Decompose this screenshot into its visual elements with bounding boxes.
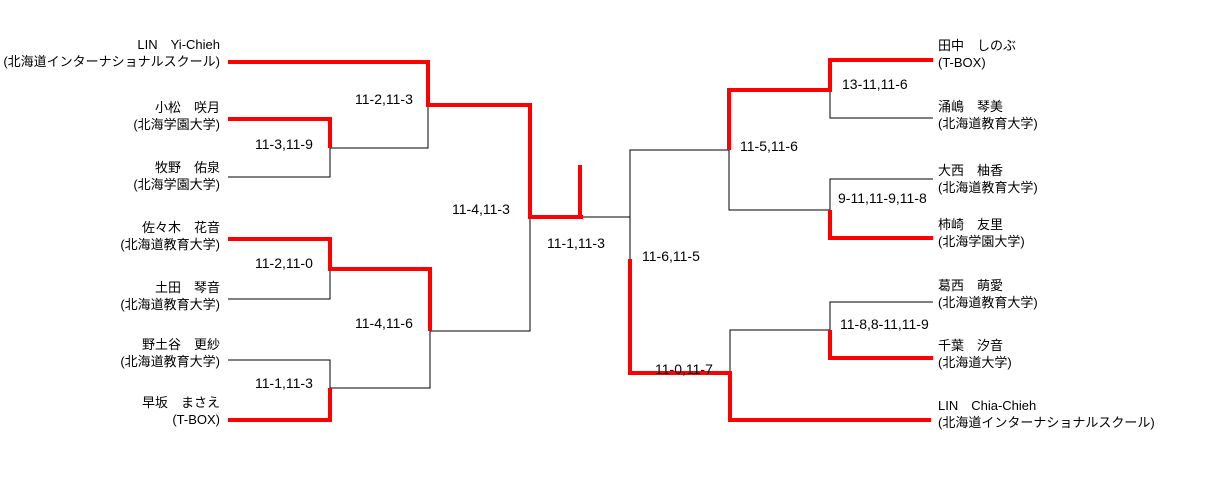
bracket-line-right-sf-upper <box>629 149 729 259</box>
score-left-qf-bottom: 11-4,11-6 <box>355 315 413 331</box>
player-name: 柿崎 友里 <box>938 217 1004 232</box>
player-name: 牧野 佑泉 <box>154 160 220 175</box>
score-right-r1-mid: 9-11,11-9,11-8 <box>838 190 927 206</box>
player-name: 葛西 萌愛 <box>938 278 1004 293</box>
player-name: 大西 柚香 <box>938 163 1004 178</box>
player-name: 野土谷 更紗 <box>141 337 220 352</box>
bracket-line-onishi <box>829 178 933 210</box>
player-name: 早坂 まさえ <box>141 395 220 410</box>
player-name: 千葉 汐音 <box>938 338 1004 353</box>
player-lin-yi-chieh: LIN Yi-Chieh (北海道インターナショナルスクール) <box>3 36 220 70</box>
player-tanaka: 田中 しのぶ (T-BOX) <box>938 37 1016 71</box>
player-affiliation: (北海学園大学) <box>938 234 1025 249</box>
score-left-sf: 11-4,11-3 <box>452 201 510 217</box>
score-right-qf-bottom: 11-0,11-7 <box>655 361 713 377</box>
player-affiliation: (北海道教育大学) <box>938 295 1038 310</box>
winner-path-lin-yi-chieh <box>228 60 583 219</box>
winner-path-kakizaki <box>828 210 933 240</box>
player-affiliation: (北海道インターナショナルスクール) <box>3 54 220 69</box>
player-tsuchida: 土田 琴音 (北海道教育大学) <box>120 279 220 313</box>
player-affiliation: (北海道教育大学) <box>938 116 1038 131</box>
winner-path-lin-chia-chieh <box>628 259 931 422</box>
winner-path-tanaka <box>727 58 933 150</box>
player-name: 佐々木 花音 <box>141 220 220 235</box>
score-final: 11-1,11-3 <box>547 235 605 251</box>
player-affiliation: (北海学園大学) <box>133 117 220 132</box>
player-name: 小松 咲月 <box>154 100 220 115</box>
player-komatsu: 小松 咲月 (北海学園大学) <box>133 99 220 133</box>
winner-path-sasaki <box>228 237 432 331</box>
player-hayasaka: 早坂 まさえ (T-BOX) <box>142 394 220 428</box>
player-affiliation: (北海学園大学) <box>133 177 220 192</box>
bracket-line-left-sf-loser <box>430 217 531 332</box>
score-left-r1-mid: 11-2,11-0 <box>255 255 313 271</box>
player-name: 土田 琴音 <box>154 280 220 295</box>
score-right-r1-top: 13-11,11-6 <box>842 76 908 92</box>
score-right-sf: 11-6,11-5 <box>642 248 700 264</box>
bracket-line-tsuchida <box>228 269 331 300</box>
player-wakushima: 涌嶋 琴美 (北海道教育大学) <box>938 98 1038 132</box>
player-affiliation: (北海道教育大学) <box>120 354 220 369</box>
player-affiliation: (北海道教育大学) <box>120 237 220 252</box>
winner-path-hayasaka <box>228 388 332 422</box>
player-nodoya: 野土谷 更紗 (北海道教育大学) <box>120 336 220 370</box>
score-left-r1-bottom: 11-1,11-3 <box>255 375 313 391</box>
player-lin-chia-chieh: LIN Chia-Chieh (北海道インターナショナルスクール) <box>938 397 1155 431</box>
score-left-r1-top: 11-3,11-9 <box>255 136 313 152</box>
bracket-line-right-qf-top-loser <box>728 150 830 211</box>
winner-path-chiba <box>828 330 933 360</box>
bracket-line-kasai <box>829 301 933 330</box>
player-onishi: 大西 柚香 (北海道教育大学) <box>938 162 1038 196</box>
player-kakizaki: 柿崎 友里 (北海学園大学) <box>938 216 1025 250</box>
player-affiliation: (北海道教育大学) <box>120 297 220 312</box>
score-right-qf-top: 11-5,11-6 <box>740 138 798 154</box>
player-makino: 牧野 佑泉 (北海学園大学) <box>133 159 220 193</box>
winner-path-komatsu <box>228 117 332 148</box>
player-affiliation: (T-BOX) <box>172 412 220 427</box>
player-name: 涌嶋 琴美 <box>938 99 1004 114</box>
player-affiliation: (北海道インターナショナルスクール) <box>938 415 1155 430</box>
player-sasaki: 佐々木 花音 (北海道教育大学) <box>120 219 220 253</box>
player-chiba: 千葉 汐音 (北海道大学) <box>938 337 1012 371</box>
player-affiliation: (T-BOX) <box>938 55 986 70</box>
player-kasai: 葛西 萌愛 (北海道教育大学) <box>938 277 1038 311</box>
score-right-r1-bottom: 11-8,8-11,11-9 <box>840 316 929 332</box>
score-left-qf-top: 11-2,11-3 <box>355 91 413 107</box>
player-name: LIN Chia-Chieh <box>938 398 1037 413</box>
player-name: 田中 しのぶ <box>938 38 1017 53</box>
winner-lines-group <box>228 58 933 422</box>
bracket-line-wakushima <box>829 90 933 119</box>
player-name: LIN Yi-Chieh <box>137 37 220 52</box>
player-affiliation: (北海道教育大学) <box>938 180 1038 195</box>
bracket-line-right-qf-bottom-loser <box>729 329 830 373</box>
player-affiliation: (北海道大学) <box>938 355 1012 370</box>
